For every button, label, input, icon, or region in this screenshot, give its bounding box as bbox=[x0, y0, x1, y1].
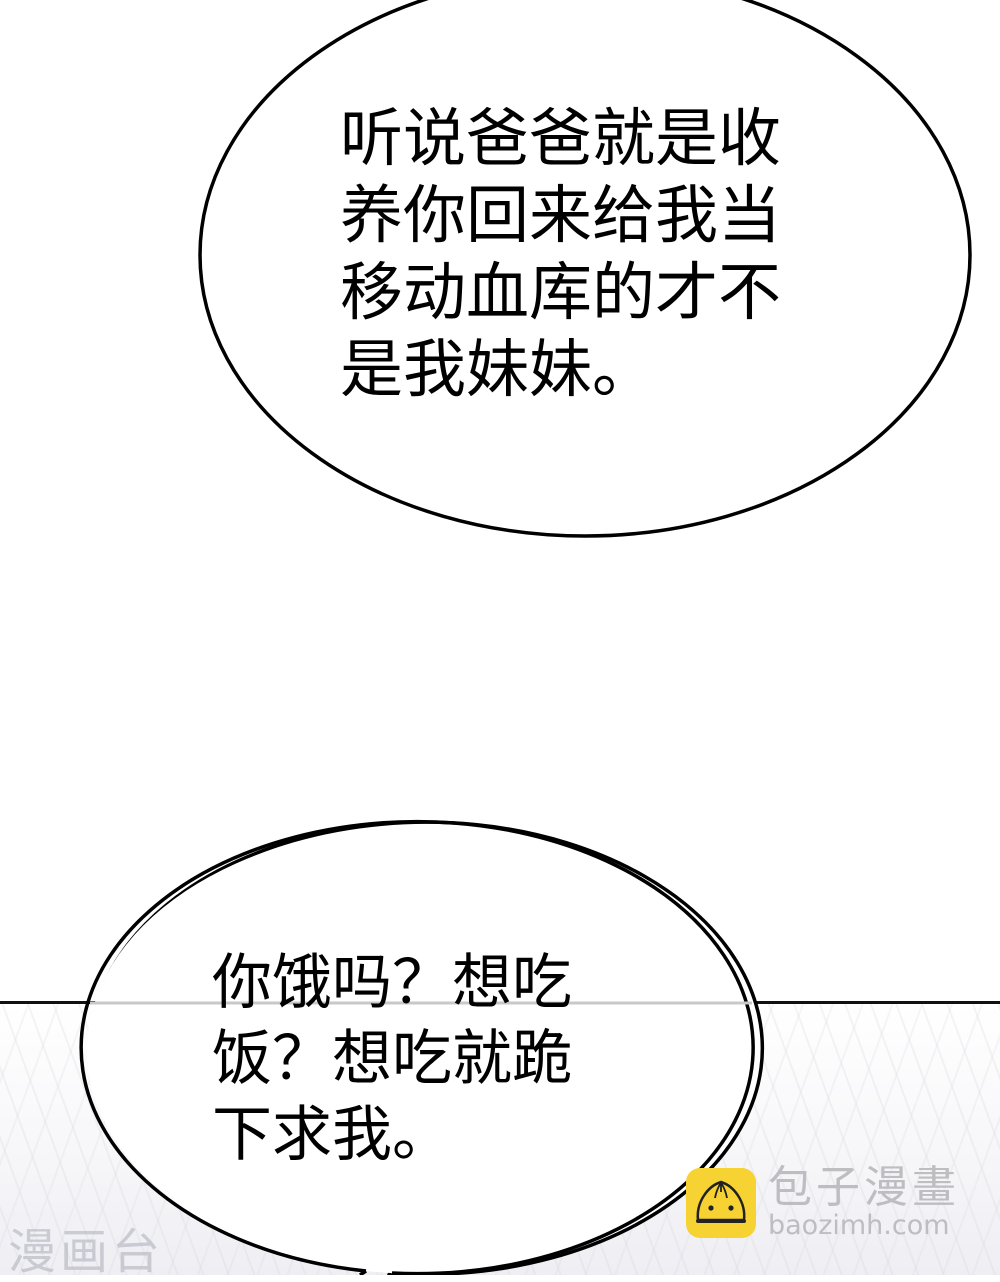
manhuatai-watermark: 漫画台 bbox=[8, 1224, 165, 1280]
upper-bubble-dialogue: 听说爸爸就是收 养你回来给我当 移动血库的才不 是我妹妹。 bbox=[340, 100, 781, 408]
upper-speech-bubble bbox=[198, 0, 972, 538]
baozi-bun-icon bbox=[686, 1168, 756, 1238]
dialogue-line: 听说爸爸就是收 bbox=[340, 102, 781, 175]
lower-bubble-dialogue: 你饿吗？想吃 饭？想吃就跪 下求我。 bbox=[212, 945, 572, 1173]
baozimh-name: 包子漫畫 bbox=[768, 1162, 960, 1213]
baozimh-watermark: 包子漫畫 baozimh.com bbox=[686, 1162, 960, 1241]
dialogue-line: 养你回来给我当 bbox=[340, 179, 781, 252]
dialogue-line: 是我妹妹。 bbox=[340, 333, 655, 406]
baozimh-url: baozimh.com bbox=[768, 1210, 950, 1241]
dialogue-line: 移动血库的才不 bbox=[340, 256, 781, 329]
dialogue-line: 你饿吗？想吃 bbox=[212, 948, 572, 1018]
dialogue-line: 下求我。 bbox=[212, 1100, 452, 1170]
dialogue-line: 饭？想吃就跪 bbox=[212, 1024, 572, 1094]
